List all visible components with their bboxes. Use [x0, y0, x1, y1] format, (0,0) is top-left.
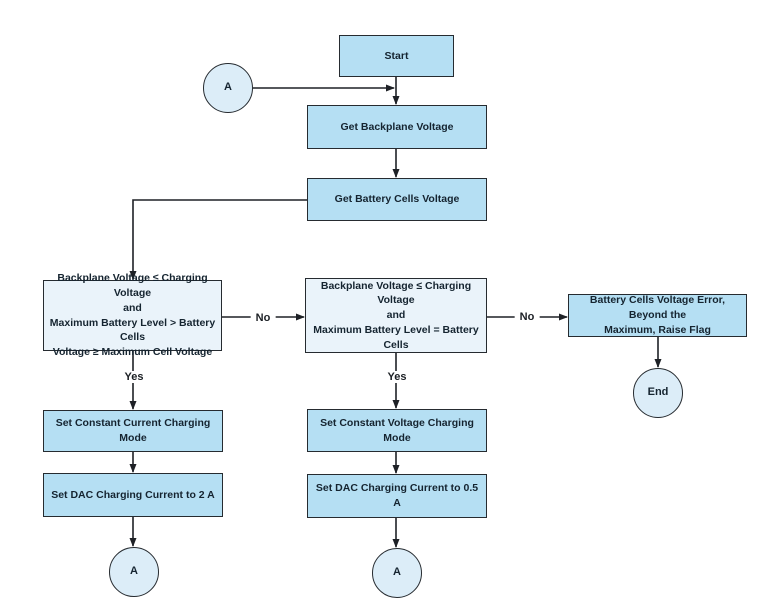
node-start: Start	[339, 35, 454, 77]
node-set-constant-voltage-mode: Set Constant Voltage Charging Mode	[307, 409, 487, 452]
edge-label-no-mid: No	[514, 311, 540, 323]
edge-label-no-left: No	[250, 312, 276, 324]
node-error-flag: Battery Cells Voltage Error, Beyond the …	[568, 294, 747, 337]
node-decision-constant-voltage-label: Backplane Voltage ≤ Charging Voltage and…	[313, 279, 479, 351]
node-get-backplane-voltage: Get Backplane Voltage	[307, 105, 487, 149]
node-end: End	[633, 368, 683, 418]
node-start-label: Start	[384, 49, 409, 62]
node-get-battery-cells-voltage: Get Battery Cells Voltage	[307, 178, 487, 221]
node-connector-a-entry-label: A	[224, 81, 232, 94]
edge-battery-to-decision-cc	[129, 199, 307, 280]
node-connector-a-exit-left-label: A	[130, 565, 138, 578]
node-decision-constant-current-label: Backplane Voltage ≤ Charging Voltage and…	[49, 272, 216, 358]
node-end-label: End	[647, 386, 669, 399]
node-connector-a-exit-mid: A	[372, 548, 422, 598]
node-set-dac-current-05a: Set DAC Charging Current to 0.5 A	[307, 474, 487, 518]
node-connector-a-exit-mid-label: A	[393, 566, 401, 579]
node-decision-constant-current: Backplane Voltage ≤ Charging Voltage and…	[43, 272, 222, 358]
node-decision-constant-voltage: Backplane Voltage ≤ Charging Voltage and…	[305, 278, 487, 353]
node-set-constant-current-mode-label: Set Constant Current Charging Mode	[55, 417, 211, 444]
edge-label-yes-left: Yes	[119, 371, 149, 383]
node-error-flag-label: Battery Cells Voltage Error, Beyond the …	[589, 294, 726, 336]
node-get-battery-cells-voltage-label: Get Battery Cells Voltage	[334, 193, 460, 206]
node-set-dac-current-2a-label: Set DAC Charging Current to 2 A	[51, 488, 215, 501]
edge-label-yes-mid: Yes	[382, 371, 412, 383]
node-set-dac-current-05a-label: Set DAC Charging Current to 0.5 A	[315, 482, 479, 509]
node-set-constant-voltage-mode-label: Set Constant Voltage Charging Mode	[320, 416, 474, 444]
node-set-constant-current-mode: Set Constant Current Charging Mode	[43, 410, 223, 452]
node-set-dac-current-2a: Set DAC Charging Current to 2 A	[43, 473, 223, 517]
node-get-backplane-voltage-label: Get Backplane Voltage	[340, 120, 454, 133]
node-connector-a-entry: A	[203, 63, 253, 113]
node-connector-a-exit-left: A	[109, 547, 159, 597]
